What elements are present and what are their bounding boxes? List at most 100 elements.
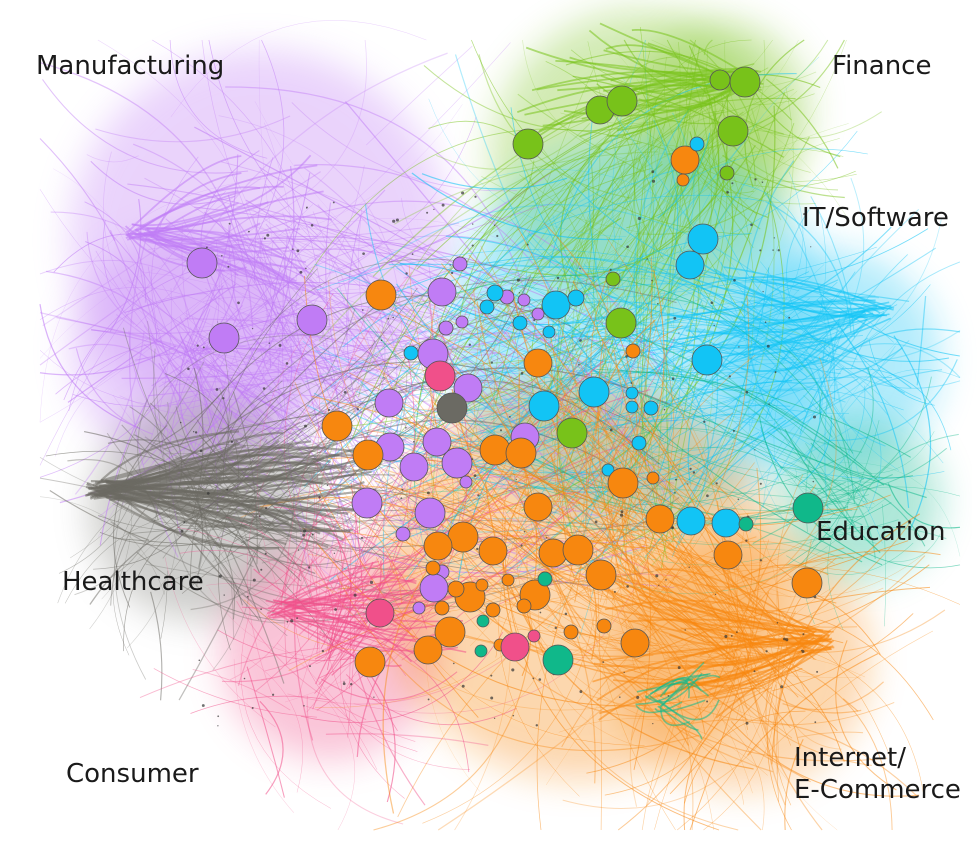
node-manufacturing	[395, 526, 411, 542]
edge-internet-ecommerce	[373, 661, 529, 831]
edge-it-software	[749, 366, 845, 533]
edge-internet-ecommerce	[683, 687, 773, 831]
edge-it-software	[527, 232, 812, 315]
node-consumer	[500, 632, 530, 662]
edge-manufacturing	[303, 244, 427, 273]
edge-it-software	[581, 257, 598, 390]
edge-bundle-internet-ecommerce	[645, 637, 829, 691]
edge-consumer	[320, 671, 458, 701]
edge-education	[506, 428, 853, 514]
edge-manufacturing	[95, 115, 291, 143]
edge-internet-ecommerce	[719, 356, 837, 613]
minor-node-dot	[803, 213, 806, 216]
minor-node-dot	[395, 218, 399, 222]
edge-internet-ecommerce	[558, 718, 768, 776]
edge-finance	[534, 150, 698, 363]
edge-consumer	[306, 471, 645, 713]
minor-node-dot	[327, 408, 331, 411]
minor-node-dot	[706, 494, 709, 498]
edge-bundle-internet-ecommerce	[598, 648, 832, 721]
edge-internet-ecommerce	[432, 476, 484, 529]
edge-it-software	[421, 173, 568, 190]
edge-finance	[637, 110, 656, 178]
edge-internet-ecommerce	[441, 263, 780, 644]
edge-healthcare	[150, 591, 163, 701]
minor-node-dot	[518, 292, 521, 294]
edge-internet-ecommerce	[772, 613, 914, 692]
edge-bundle-consumer	[276, 612, 402, 667]
minor-node-dot	[613, 590, 616, 593]
minor-node-dot	[251, 327, 254, 330]
edge-education	[857, 486, 961, 497]
minor-node-dot	[202, 346, 205, 349]
edge-internet-ecommerce	[536, 560, 753, 794]
edge-it-software	[824, 385, 866, 479]
edge-internet-ecommerce	[586, 310, 627, 602]
minor-node-dot	[499, 429, 503, 432]
edge-bundle-manufacturing	[150, 185, 284, 238]
minor-node-dot	[264, 507, 268, 510]
minor-node-dot	[703, 420, 706, 423]
edge-it-software	[382, 166, 689, 580]
minor-node-dot	[360, 536, 364, 539]
edge-it-software	[777, 328, 823, 420]
edge-it-software	[314, 263, 516, 349]
minor-node-dot	[183, 521, 186, 524]
minor-node-dot	[405, 426, 407, 429]
edge-consumer	[312, 575, 526, 710]
minor-node-dot	[218, 574, 222, 578]
minor-node-dot	[401, 488, 404, 491]
minor-node-dot	[383, 377, 385, 379]
node-manufacturing	[208, 322, 240, 354]
edge-internet-ecommerce	[562, 743, 760, 809]
edge-manufacturing	[56, 317, 192, 350]
edge-it-software	[486, 261, 842, 362]
minor-node-dot	[626, 245, 629, 249]
edge-healthcare	[145, 563, 654, 591]
edge-it-software	[672, 112, 695, 249]
node-internet-ecommerce	[434, 600, 450, 616]
edge-education	[627, 403, 863, 563]
minor-node-dot	[655, 574, 659, 578]
edge-it-software	[822, 338, 886, 447]
edge-manufacturing	[270, 238, 447, 441]
edge-it-software	[654, 365, 784, 423]
node-manufacturing	[438, 320, 454, 336]
minor-node-dot	[343, 681, 345, 683]
edge-it-software	[893, 335, 932, 532]
minor-node-dot	[773, 237, 775, 239]
edge-finance	[431, 107, 703, 547]
minor-node-dot	[802, 633, 805, 636]
edge-it-software	[464, 403, 692, 477]
edge-consumer	[253, 568, 320, 612]
edge-bundle-it-software	[771, 278, 895, 309]
node-education	[474, 644, 488, 658]
edge-education	[827, 476, 872, 631]
edge-internet-ecommerce	[379, 466, 617, 510]
edge-finance	[481, 176, 649, 234]
edge-finance	[643, 130, 857, 182]
edge-internet-ecommerce	[622, 324, 654, 589]
minor-node-dot	[678, 332, 680, 334]
edge-internet-ecommerce	[684, 710, 806, 804]
minor-node-dot	[730, 635, 733, 637]
minor-node-dot	[516, 278, 520, 282]
edge-bundle-internet-ecommerce	[717, 560, 807, 649]
minor-node-dot	[302, 533, 306, 537]
minor-node-dot	[626, 585, 629, 588]
edge-internet-ecommerce	[597, 338, 625, 590]
node-internet-ecommerce	[425, 560, 441, 576]
edge-education	[780, 466, 876, 559]
edge-it-software	[464, 271, 528, 362]
node-it-software	[643, 400, 659, 416]
edge-it-software	[606, 338, 835, 423]
edge-internet-ecommerce	[588, 535, 607, 540]
edge-manufacturing	[135, 347, 556, 559]
edge-it-software	[561, 321, 858, 360]
edge-internet-ecommerce	[427, 456, 601, 622]
edge-internet-ecommerce	[577, 529, 766, 585]
minor-node-dot	[217, 715, 220, 718]
edge-bundle-consumer	[285, 589, 408, 604]
edge-manufacturing	[291, 102, 517, 192]
node-internet-ecommerce	[585, 559, 617, 591]
